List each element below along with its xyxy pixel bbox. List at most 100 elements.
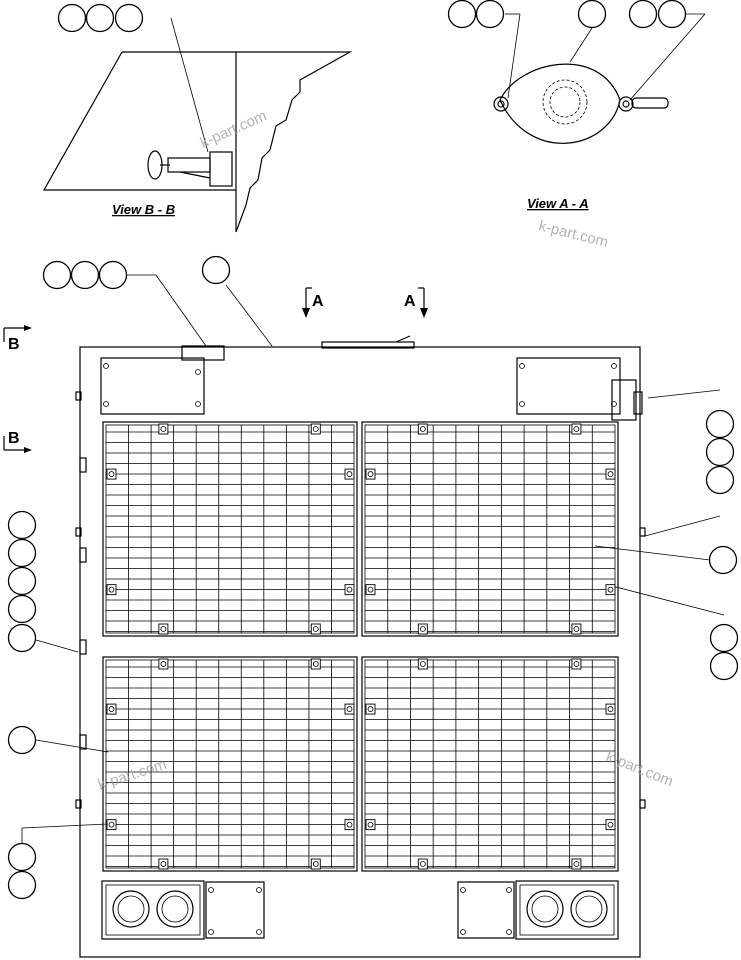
- grille-frame: [102, 421, 358, 637]
- callout-bubble: [709, 651, 739, 681]
- callout-bubble: [628, 0, 658, 29]
- grille-clip: [310, 423, 321, 435]
- view-bb-detail: [42, 51, 353, 233]
- grille-clip: [365, 819, 376, 831]
- grille-clip-hole: [573, 426, 580, 432]
- grille-clip: [571, 858, 582, 870]
- section-marker-a-left: A: [312, 293, 324, 310]
- grille-panel: [361, 656, 619, 872]
- callout-bubble: [42, 260, 72, 290]
- fan-unit-left: [101, 880, 205, 940]
- callout-bubble: [7, 566, 37, 596]
- callout-bubble: [7, 870, 37, 900]
- section-arrows: [3, 287, 428, 453]
- grille-clip: [106, 468, 117, 480]
- grille-clip: [344, 584, 355, 596]
- grille-clip: [365, 468, 376, 480]
- grille-clip-hole: [108, 586, 115, 593]
- grille-clip: [310, 658, 321, 670]
- grille-clip: [106, 819, 117, 831]
- callout-bubble: [57, 3, 87, 33]
- callout-bubble: [709, 623, 739, 653]
- grille-clip-hole: [607, 471, 614, 477]
- grille-panel: [102, 656, 358, 872]
- callout-bubble: [475, 0, 505, 29]
- grille-clip: [571, 658, 582, 670]
- grille-clip-hole: [419, 626, 426, 632]
- grille-clip-hole: [312, 661, 319, 667]
- grille-clip-hole: [607, 706, 614, 712]
- grille-clip-hole: [108, 821, 115, 828]
- grille-clip-hole: [160, 626, 167, 632]
- grille-clip: [417, 623, 428, 635]
- watermark: k-part.com: [537, 217, 610, 251]
- grille-clip-hole: [573, 626, 580, 632]
- callout-bubble: [7, 510, 37, 540]
- grille-clip: [158, 423, 169, 435]
- grille-clip-hole: [419, 861, 426, 867]
- grille-panel: [361, 421, 619, 637]
- grille-panel: [102, 421, 358, 637]
- callout-bubble: [7, 623, 37, 653]
- callout-bubble: [708, 545, 738, 575]
- callout-bubble: [201, 255, 231, 285]
- grille-clip: [344, 703, 355, 715]
- grille-frame: [102, 656, 358, 872]
- callout-bubble: [70, 260, 100, 290]
- callout-bubble: [7, 725, 37, 755]
- grille-clip-hole: [160, 861, 167, 867]
- view-aa-label: View A - A: [527, 196, 589, 211]
- grille-clip-hole: [312, 626, 319, 632]
- callout-bubble: [98, 260, 128, 290]
- grille-clip: [605, 584, 616, 596]
- callout-bubble: [577, 0, 607, 29]
- radiator-grilles: [102, 421, 619, 872]
- view-aa-detail: [493, 63, 669, 144]
- callout-bubble: [85, 3, 115, 33]
- grille-clip-hole: [160, 426, 167, 432]
- grille-clip: [310, 623, 321, 635]
- grille-clip-hole: [419, 426, 426, 432]
- callout-bubble: [7, 538, 37, 568]
- callout-bubble: [705, 437, 735, 467]
- callout-bubble: [657, 0, 687, 29]
- callout-bubble: [7, 594, 37, 624]
- fan-unit-right: [515, 880, 619, 940]
- grille-inner: [105, 659, 355, 869]
- grille-clip: [605, 703, 616, 715]
- grille-clip-hole: [346, 471, 353, 477]
- callout-bubbles: [7, 0, 739, 900]
- grille-clip-hole: [419, 661, 426, 667]
- grille-inner: [364, 424, 616, 634]
- grille-clip-hole: [573, 661, 580, 667]
- watermark: k-part.com: [198, 107, 270, 151]
- grille-clip-hole: [346, 706, 353, 712]
- grille-clip: [417, 658, 428, 670]
- grille-clip-hole: [367, 471, 374, 477]
- callout-bubble: [7, 842, 37, 872]
- callout-bubble: [705, 409, 735, 439]
- grille-clip-hole: [607, 586, 614, 593]
- grille-clip: [106, 584, 117, 596]
- grille-clip: [158, 623, 169, 635]
- section-marker-a-right: A: [404, 293, 416, 310]
- view-bb-label: View B - B: [112, 202, 175, 217]
- main-panel: [75, 335, 646, 958]
- grille-clip: [417, 423, 428, 435]
- grille-clip: [344, 468, 355, 480]
- grille-clip-hole: [160, 661, 167, 667]
- grille-clip-hole: [108, 471, 115, 477]
- grille-frame: [361, 656, 619, 872]
- grille-clip: [571, 623, 582, 635]
- grille-clip-hole: [367, 821, 374, 828]
- grille-inner: [364, 659, 616, 869]
- grille-clip: [365, 703, 376, 715]
- grille-clip-hole: [346, 586, 353, 593]
- grille-clip: [417, 858, 428, 870]
- grille-clip: [158, 858, 169, 870]
- section-marker-b-upper: B: [8, 336, 20, 353]
- grille-clip-hole: [108, 706, 115, 712]
- callout-bubble: [114, 3, 144, 33]
- grille-clip: [605, 468, 616, 480]
